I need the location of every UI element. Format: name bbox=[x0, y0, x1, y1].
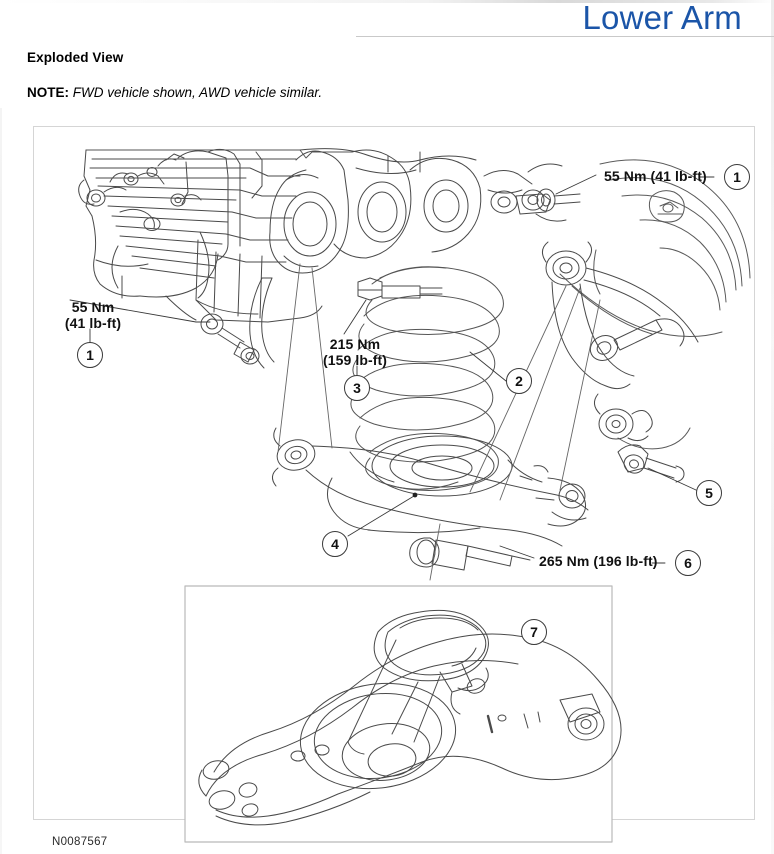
figure-id: N0087567 bbox=[52, 836, 108, 848]
scan-band-left bbox=[0, 108, 2, 854]
item-bubble-1-right: 1 bbox=[724, 164, 750, 190]
note-label: NOTE: bbox=[27, 85, 69, 100]
callout-torque-center-line1: 215 Nm bbox=[329, 336, 381, 352]
item-bubble-5: 5 bbox=[696, 480, 722, 506]
scan-band-top bbox=[0, 0, 774, 3]
callout-torque-lower: 265 Nm (196 lb-ft) bbox=[539, 553, 658, 569]
page-title: Lower Arm bbox=[582, 0, 742, 36]
note-block: NOTE: FWD vehicle shown, AWD vehicle sim… bbox=[27, 85, 322, 100]
item-bubble-1-left: 1 bbox=[77, 342, 103, 368]
callout-torque-right-upper: 55 Nm (41 lb-ft) bbox=[604, 168, 707, 184]
callout-torque-left-line2: (41 lb-ft) bbox=[64, 315, 122, 331]
item-bubble-4: 4 bbox=[322, 531, 348, 557]
item-bubble-7: 7 bbox=[521, 619, 547, 645]
item-bubble-3: 3 bbox=[344, 375, 370, 401]
header-divider bbox=[356, 36, 774, 37]
item-bubble-6: 6 bbox=[675, 550, 701, 576]
item-bubble-2: 2 bbox=[506, 368, 532, 394]
callout-torque-center-line2: (159 lb-ft) bbox=[322, 352, 388, 368]
section-heading: Exploded View bbox=[27, 50, 124, 65]
note-text: FWD vehicle shown, AWD vehicle similar. bbox=[72, 85, 323, 100]
figure-panel bbox=[33, 126, 755, 820]
callout-torque-left-line1: 55 Nm bbox=[71, 299, 115, 315]
scan-band-right bbox=[771, 0, 774, 854]
